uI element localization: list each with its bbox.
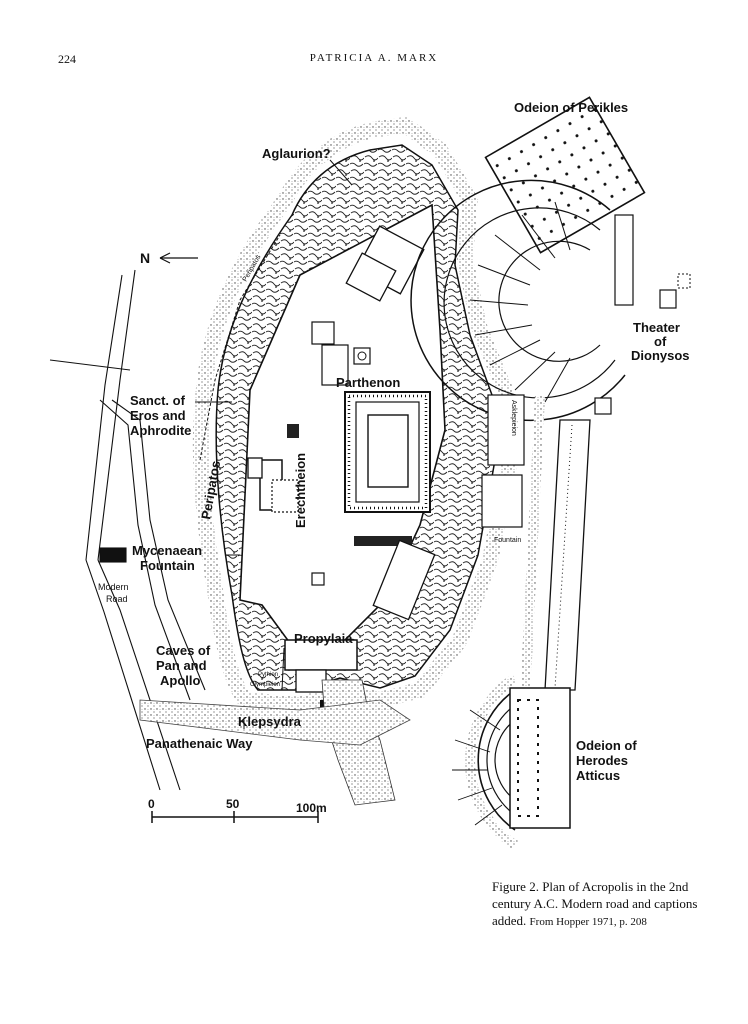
structure-2 [321, 344, 349, 386]
label-scale-0: 0 [148, 797, 155, 811]
asklepieion [481, 394, 525, 528]
label-scale-100: 100m [296, 801, 327, 815]
pandroseion [271, 479, 299, 513]
label-propylaia: Propylaia [294, 631, 353, 646]
modern-road [49, 269, 206, 791]
parthenon-dots [347, 394, 428, 510]
chalkotheke [354, 536, 412, 546]
panathenaic-way-road [139, 699, 411, 746]
caption-main: Figure 2. Plan of Acropolis in the 2nd c… [492, 879, 698, 928]
propylaia-wing [295, 669, 327, 693]
label-olympieion: Olympieion [250, 682, 280, 688]
label-caves-1: Caves of [156, 643, 211, 658]
label-parthenon: Parthenon [336, 375, 400, 390]
page-number: 224 [58, 52, 76, 66]
label-sanct-3: Aphrodite [130, 423, 191, 438]
label-modern-road-1: Modern [98, 582, 129, 592]
label-herodes-2: Herodes [576, 753, 628, 768]
label-sanct-1: Sanct. of [130, 393, 186, 408]
label-sanct-2: Eros and [130, 408, 186, 423]
theater-of-dionysos [410, 179, 691, 422]
peripatos-north [199, 234, 281, 461]
scale-bar [151, 811, 319, 823]
stoa-of-eumenes [544, 397, 612, 691]
label-theater-2: of [654, 334, 667, 349]
north-arrow [159, 252, 198, 264]
label-mycenaean-2: Fountain [140, 558, 195, 573]
figure-caption: Figure 2. Plan of Acropolis in the 2nd c… [492, 878, 712, 931]
caption-source: From Hopper 1971, p. 208 [529, 916, 647, 928]
propylaia-building [284, 639, 358, 671]
label-mycenaean-1: Mycenaean [132, 543, 202, 558]
label-theater-3: Dionysos [631, 348, 690, 363]
label-caves-2: Pan and [156, 658, 207, 673]
label-scale-50: 50 [226, 797, 240, 811]
label-klepsydra: Klepsydra [238, 714, 302, 729]
temple-foundation [345, 252, 397, 302]
label-asklepieion: Asklepieion [510, 400, 517, 436]
label-erechtheion: Erechtheion [293, 453, 308, 528]
parthenon-cella [367, 414, 409, 488]
erechtheion-porch [247, 457, 263, 479]
label-odeion-perikles: Odeion of Perikles [514, 100, 628, 115]
label-pythion: Pythion [258, 672, 278, 678]
page-header: 224 PATRICIA A. MARX [0, 52, 748, 72]
label-panathenaic-way: Panathenaic Way [146, 736, 253, 751]
label-herodes-3: Atticus [576, 768, 620, 783]
south-path [520, 394, 545, 701]
roma-temple [353, 347, 371, 365]
running-head: PATRICIA A. MARX [309, 52, 439, 64]
label-herodes-1: Odeion of [576, 738, 637, 753]
brauronion [372, 539, 436, 621]
leader-lines [195, 159, 353, 729]
label-north: N [140, 250, 150, 266]
label-caves-3: Apollo [160, 673, 200, 688]
structure-1 [311, 321, 335, 345]
odeion-of-herodes-atticus [452, 673, 571, 850]
label-modern-road-2: Road [106, 594, 128, 604]
small-shrine [311, 572, 325, 586]
odeion-of-perikles [484, 96, 646, 254]
altar [287, 424, 299, 438]
label-theater-1: Theater [633, 320, 680, 335]
label-fountain: Fountain [494, 537, 521, 544]
label-aglaurion: Aglaurion? [262, 146, 331, 161]
